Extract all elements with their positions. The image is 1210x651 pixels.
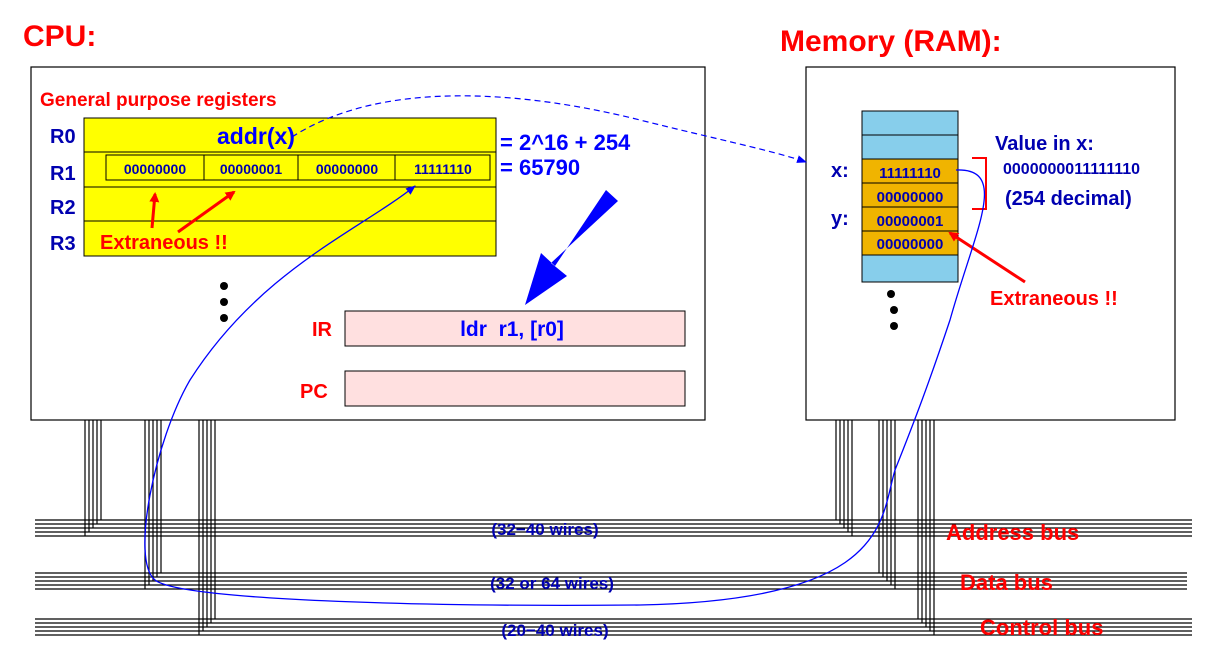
- memory-cell-x0: [861, 158, 959, 184]
- cpu-title: CPU:: [23, 20, 96, 53]
- load-direction-arrow: [525, 190, 618, 305]
- value-in-x-decimal: (254 decimal): [1005, 188, 1132, 210]
- memory-cell-x1: [861, 182, 959, 208]
- memory-box: [805, 66, 1176, 421]
- memory-cell-y0: [861, 206, 959, 232]
- data-transfer-curve: [144, 169, 986, 606]
- memory-address-connector: [835, 420, 853, 536]
- memory-cell-y1-value: 00000000: [877, 236, 944, 253]
- r0-value: addr(x): [217, 123, 295, 149]
- control-bus-label: Control bus: [980, 615, 1103, 640]
- memory-cell: [861, 110, 959, 136]
- data-bus-wires: (32 or 64 wires): [490, 574, 614, 593]
- r1-byte-3: 00000000: [124, 161, 187, 177]
- cpu-address-connector: [84, 420, 102, 536]
- register-name-r0: R0: [50, 126, 76, 148]
- register-name-r2: R2: [50, 197, 76, 219]
- r1-equation-bottom: = 65790: [500, 155, 580, 180]
- memory-x-label: x:: [831, 160, 849, 182]
- cpu-control-connector: [198, 420, 216, 635]
- registers-label: General purpose registers: [40, 90, 277, 111]
- memory-array: [861, 110, 959, 283]
- pc-label: PC: [300, 381, 328, 403]
- r1-byte-2: 00000001: [220, 161, 283, 177]
- memory-data-connector: [878, 420, 896, 589]
- pc-register: [344, 370, 686, 407]
- ir-register: [344, 310, 686, 347]
- r1-equation-top: = 2^16 + 254: [500, 130, 631, 155]
- register-name-r3: R3: [50, 233, 76, 255]
- memory-extraneous-arrow: [948, 231, 1026, 284]
- memory-cell-x0-value: 11111110: [879, 165, 941, 182]
- memory-cell-x1-value: 00000000: [877, 189, 944, 206]
- address-bus-label: Address bus: [946, 520, 1079, 545]
- memory-extraneous-label: Extraneous !!: [990, 288, 1118, 310]
- ir-value: ldr r1, [r0]: [460, 318, 564, 341]
- memory-cell-y1: [861, 230, 959, 256]
- control-bus-lines: [35, 618, 1192, 636]
- extraneous-arrow-2: [177, 190, 236, 234]
- address-bus-wires: (32−40 wires): [491, 520, 598, 539]
- address-bus-lines: [35, 519, 1192, 537]
- memory-cell: [861, 134, 959, 160]
- register-name-r1: R1: [50, 163, 76, 185]
- memory-ellipsis: [887, 290, 898, 330]
- ir-label: IR: [312, 319, 333, 341]
- memory-control-connector: [917, 420, 935, 635]
- x-bracket: [972, 157, 987, 210]
- control-bus-wires: (20−40 wires): [501, 621, 608, 640]
- value-in-x-title: Value in x:: [995, 133, 1094, 155]
- memory-title: Memory (RAM):: [780, 25, 1002, 58]
- data-bus-label: Data bus: [960, 570, 1053, 595]
- cpu-data-connector: [144, 420, 162, 589]
- memory-y-label: y:: [831, 208, 849, 230]
- data-bus-lines: [35, 572, 1187, 590]
- memory-cell: [861, 254, 959, 283]
- extraneous-arrow-1: [149, 192, 160, 229]
- r1-byte-1: 00000000: [316, 161, 379, 177]
- cpu-extraneous-label: Extraneous !!: [100, 232, 228, 254]
- register-ellipsis: [220, 282, 228, 322]
- memory-cell-y0-value: 00000001: [877, 213, 944, 230]
- r1-byte-0: 11111110: [414, 161, 472, 177]
- value-in-x-binary: 0000000011111110: [1003, 161, 1140, 178]
